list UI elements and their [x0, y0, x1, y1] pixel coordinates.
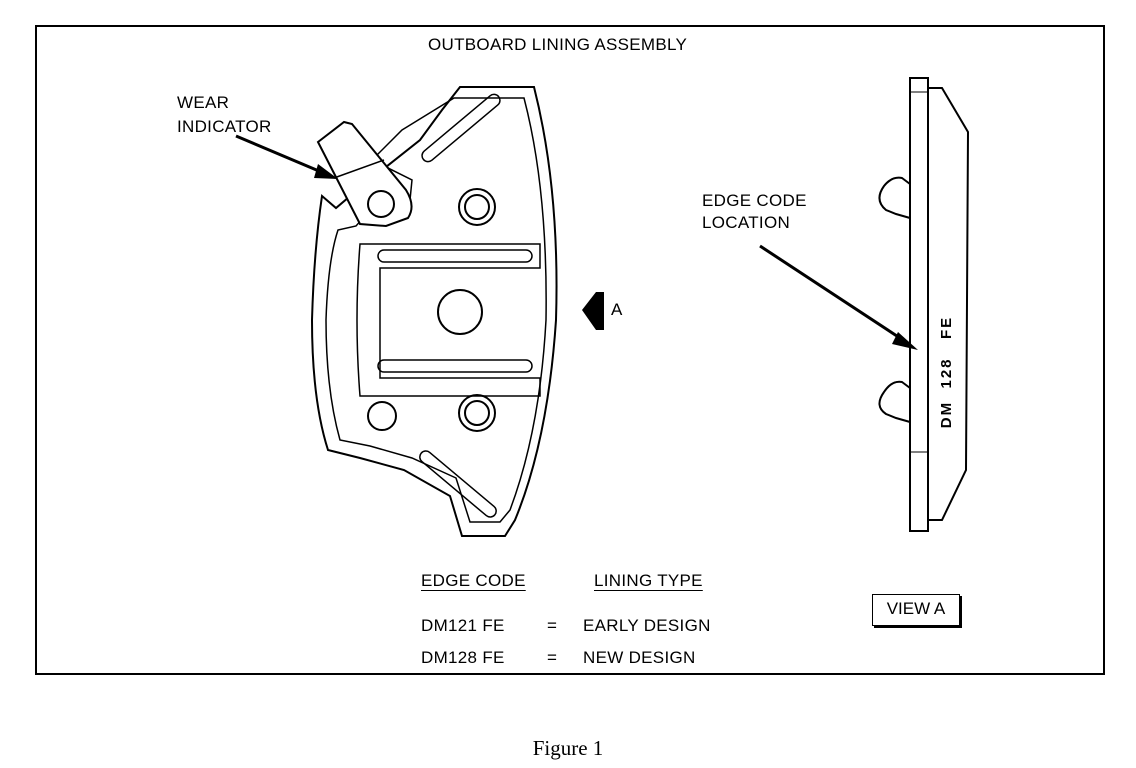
- rivet-top-outer: [458, 188, 496, 226]
- legend-row-2-sep: =: [547, 648, 558, 667]
- lining-inner-pocket: [356, 243, 541, 397]
- view-a-box: VIEW A: [872, 594, 960, 626]
- legend-row-2-type: NEW DESIGN: [583, 648, 696, 667]
- legend-row-1-type: EARLY DESIGN: [583, 616, 711, 635]
- legend-row-1-sep: =: [547, 616, 558, 635]
- side-lining: [928, 87, 970, 521]
- figure-caption: Figure 1: [532, 736, 604, 760]
- slot-bottom-diagonal: [419, 450, 497, 518]
- rivet-bottom-inner: [464, 400, 490, 426]
- slot-top-diagonal: [421, 93, 501, 163]
- legend-header-edge-code: EDGE CODE: [421, 571, 526, 590]
- edge-code-location-label-line2: LOCATION: [702, 213, 791, 232]
- view-a-label: VIEW A: [886, 599, 946, 618]
- wear-indicator-label-line2: INDICATOR: [177, 117, 272, 136]
- side-clip-bottom: [878, 380, 911, 423]
- wear-indicator-fold: [333, 159, 385, 179]
- pad-front-view: [310, 86, 558, 537]
- figure-title: OUTBOARD LINING ASSEMBLY: [428, 35, 688, 54]
- edge-code-arrow: [759, 244, 918, 350]
- wear-indicator-hole: [367, 190, 395, 218]
- wear-indicator-label-line1: WEAR: [177, 93, 230, 112]
- slot-bottom-center: [377, 359, 533, 373]
- wear-indicator-arrow: [235, 134, 338, 179]
- rivet-bottom-outer: [458, 394, 496, 432]
- side-clip-top: [878, 176, 911, 219]
- center-hole: [437, 289, 483, 335]
- lower-mounting-hole: [367, 401, 397, 431]
- side-backing-plate: [909, 77, 929, 532]
- legend-row-2-code: DM128 FE: [421, 648, 505, 667]
- view-arrow-letter: A: [611, 300, 623, 319]
- legend-header-lining-type: LINING TYPE: [594, 571, 703, 590]
- pad-side-view: [878, 77, 970, 532]
- backing-plate-outline: [310, 86, 558, 537]
- legend-row-1-code: DM121 FE: [421, 616, 505, 635]
- figure-frame: [35, 25, 1105, 675]
- view-a-arrow: [582, 292, 604, 330]
- wear-indicator-tab: [316, 120, 413, 228]
- rivet-top-inner: [464, 194, 490, 220]
- slot-top-center: [377, 249, 533, 263]
- edge-code-marking: DM 128 FE: [938, 315, 955, 429]
- lining-outline: [325, 97, 547, 523]
- edge-code-location-label-line1: EDGE CODE: [702, 191, 807, 210]
